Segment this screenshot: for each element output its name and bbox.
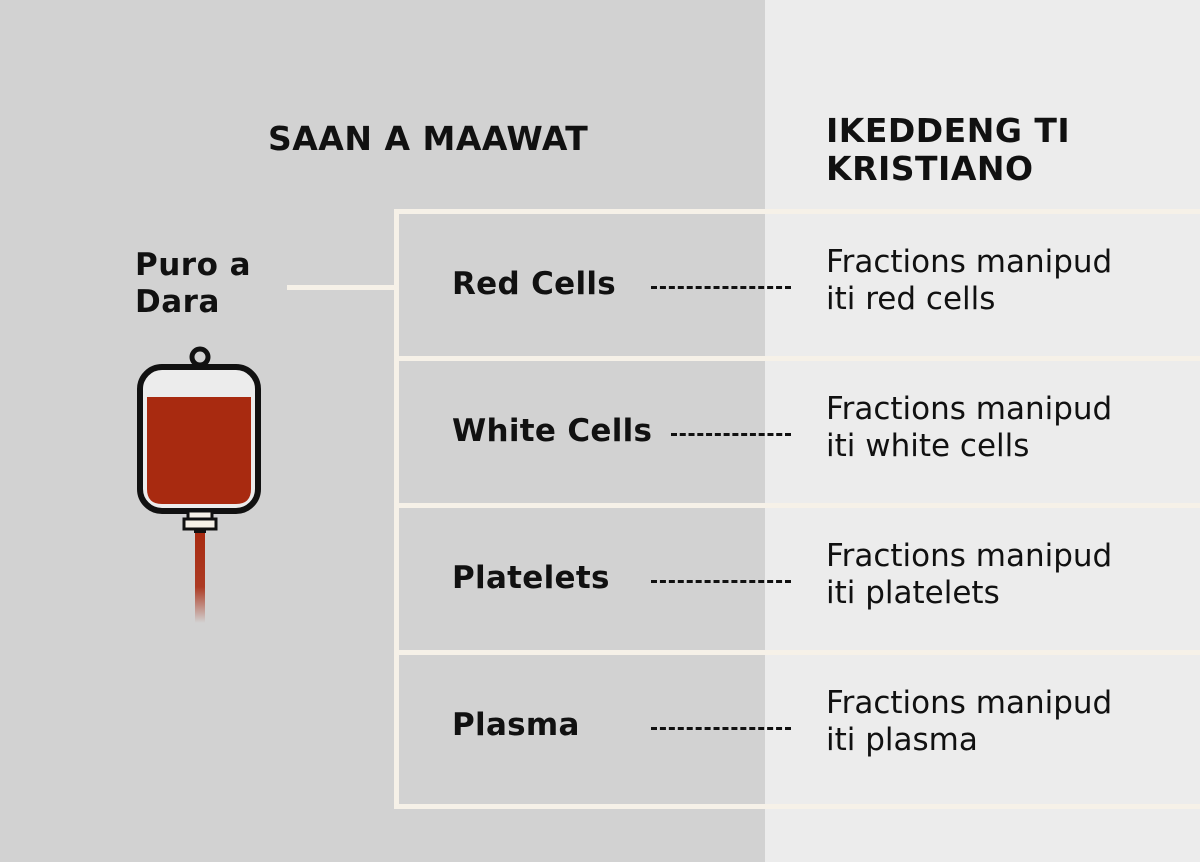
component-name: Platelets (452, 560, 610, 596)
dashed-connector (651, 580, 791, 583)
fraction-text-line: iti platelets (826, 575, 1000, 611)
fraction-text-line: iti plasma (826, 722, 978, 758)
component-row-white-cells: White Cells Fractions manipud iti white … (394, 356, 1200, 508)
blood-components-table: Red Cells Fractions manipud iti red cell… (394, 209, 1200, 809)
column-heading-personal-decision: IKEDDENG TI KRISTIANO (826, 112, 1186, 188)
dashed-connector (651, 286, 791, 289)
whole-blood-label-line: Dara (135, 284, 220, 320)
fraction-text-line: iti white cells (826, 428, 1030, 464)
fraction-text-line: Fractions manipud (826, 538, 1113, 574)
column-heading-not-acceptable: SAAN A MAAWAT (268, 119, 589, 158)
component-row-platelets: Platelets Fractions manipud iti platelet… (394, 503, 1200, 655)
fraction-text: Fractions manipud iti red cells (826, 244, 1112, 318)
right-panel-background (765, 0, 1200, 862)
blood-bag-icon (137, 346, 261, 623)
fraction-text-line: Fractions manipud (826, 685, 1113, 721)
whole-blood-label: Puro a Dara (135, 247, 251, 321)
fraction-text-line: Fractions manipud (826, 244, 1113, 280)
component-name: White Cells (452, 413, 653, 449)
fraction-text: Fractions manipud iti white cells (826, 391, 1112, 465)
fraction-text-line: Fractions manipud (826, 391, 1113, 427)
column-heading-line: KRISTIANO (826, 149, 1034, 188)
fraction-text: Fractions manipud iti plasma (826, 685, 1112, 759)
component-row-red-cells: Red Cells Fractions manipud iti red cell… (394, 209, 1200, 361)
left-panel-background (0, 0, 765, 862)
column-heading-line: IKEDDENG TI (826, 111, 1071, 150)
connector-line (287, 285, 398, 290)
whole-blood-label-line: Puro a (135, 247, 252, 283)
dashed-connector (671, 433, 791, 436)
dashed-connector (651, 727, 791, 730)
fraction-text-line: iti red cells (826, 281, 996, 317)
component-name: Red Cells (452, 266, 617, 302)
component-row-plasma: Plasma Fractions manipud iti plasma (394, 650, 1200, 809)
fraction-text: Fractions manipud iti platelets (826, 538, 1112, 612)
component-name: Plasma (452, 707, 580, 743)
